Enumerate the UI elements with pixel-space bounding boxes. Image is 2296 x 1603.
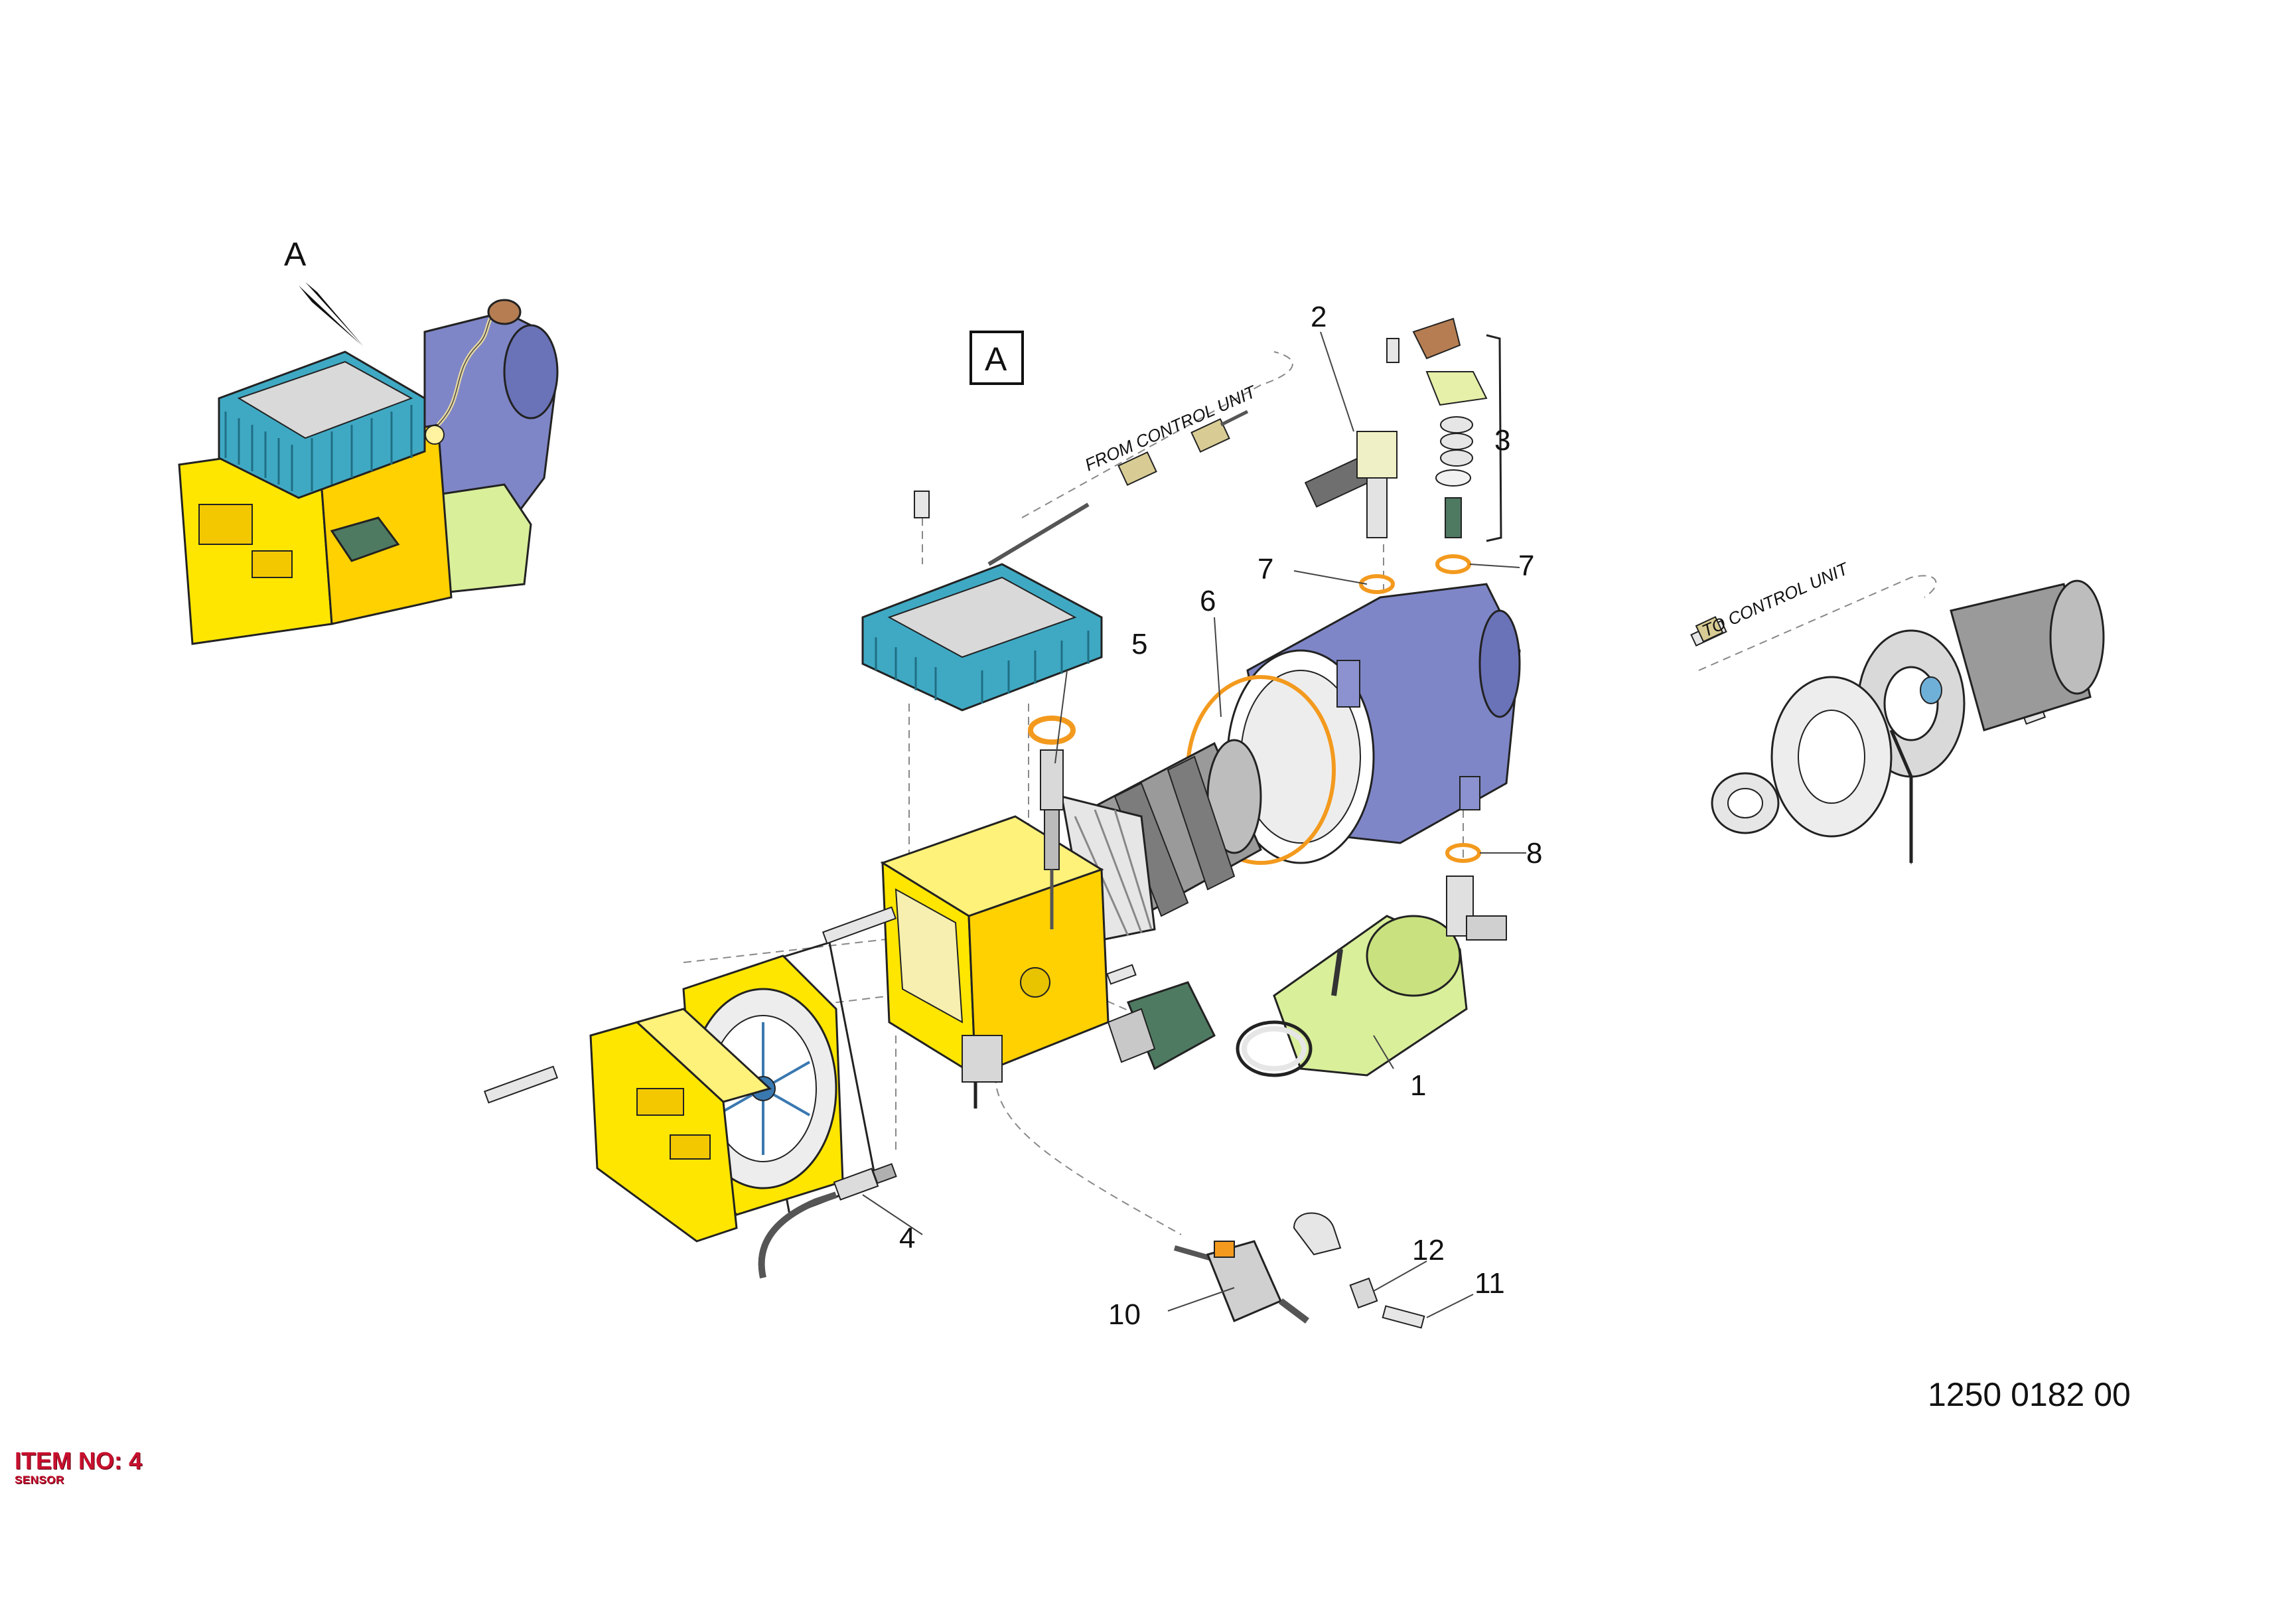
callout-7-right: 7 — [1518, 550, 1534, 582]
from-control-unit-label: FROM CONTROL UNIT — [1082, 381, 1259, 475]
callout-8: 8 — [1526, 837, 1542, 870]
callout-1: 1 — [1410, 1069, 1426, 1102]
callout-12: 12 — [1412, 1234, 1445, 1266]
exhaust-assembly — [1695, 579, 2105, 863]
glow-plug-5 — [1028, 716, 1076, 929]
flame-monitor — [1107, 981, 1216, 1071]
item-description: SENSOR — [15, 1474, 64, 1486]
callout-7-left: 7 — [1257, 553, 1273, 585]
heat-exchanger — [1226, 583, 1521, 864]
callout-2: 2 — [1311, 301, 1327, 333]
callout-leaders — [862, 331, 1526, 1318]
callout-5: 5 — [1131, 628, 1147, 660]
temperature-sensor-2 — [1304, 431, 1398, 594]
fuel-pump-10 — [1173, 1212, 1342, 1324]
view-a-pointer: A — [284, 236, 364, 346]
circulation-pump-1 — [1236, 876, 1507, 1077]
view-a-marker-label: A — [284, 236, 307, 273]
o-ring-8 — [1445, 843, 1481, 863]
overheat-sensor-3 — [1412, 317, 1502, 574]
sensor-4 — [758, 1163, 897, 1279]
blower-cover — [589, 1008, 772, 1243]
control-unit — [861, 410, 1249, 712]
item-callout: ITEM NO: 4 SENSOR — [15, 1448, 142, 1487]
fuel-fittings — [1349, 1277, 1425, 1329]
assembled-heater-view — [178, 299, 559, 645]
callout-4: 4 — [899, 1222, 915, 1255]
view-a-box: A — [969, 331, 1024, 385]
drawing-number: 1250 0182 00 — [1928, 1376, 2131, 1413]
callout-10: 10 — [1108, 1298, 1141, 1331]
view-a-box-label: A — [985, 341, 1007, 378]
blower-housing — [880, 815, 1110, 1108]
callout-3: 3 — [1494, 424, 1510, 457]
callout-6: 6 — [1200, 585, 1216, 617]
callout-11: 11 — [1474, 1267, 1505, 1300]
to-control-unit-label: TO CONTROL UNIT — [1699, 558, 1852, 641]
item-number-label: ITEM NO: 4 — [15, 1447, 143, 1474]
